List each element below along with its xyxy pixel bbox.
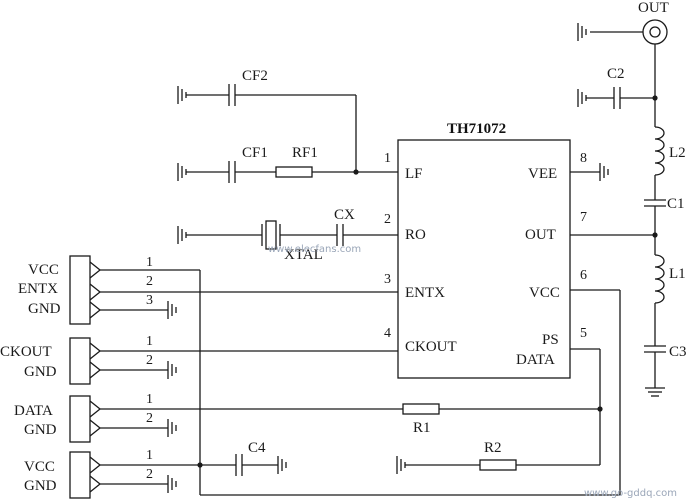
label-cf1: CF1 — [242, 145, 268, 161]
conn1-pin-3: 3 — [146, 293, 153, 308]
watermark-center: www.elecfans.com — [268, 244, 361, 255]
pin-number-6: 6 — [580, 268, 587, 283]
ground-symbol — [167, 361, 177, 379]
watermark-corner: www.go-gddq.com — [584, 488, 677, 499]
pin-label-ps: PS — [542, 332, 559, 348]
ground-symbol — [577, 89, 587, 107]
conn1-label-vcc: VCC — [28, 262, 59, 278]
connector-1-pins — [89, 261, 102, 319]
conn2-label-gnd: GND — [24, 364, 57, 380]
ground-symbol — [177, 163, 187, 181]
junction-dot — [652, 95, 658, 101]
ground-symbol — [177, 226, 187, 244]
capacitor-c4 — [235, 454, 243, 476]
label-c4: C4 — [248, 440, 266, 456]
connector-4-housing — [69, 451, 91, 499]
capacitor-cf1 — [228, 161, 236, 183]
ground-symbol — [277, 456, 287, 474]
ground-symbol — [177, 86, 187, 104]
ground-symbol — [167, 419, 177, 437]
pin-label-ckout: CKOUT — [405, 339, 457, 355]
capacitor-c1 — [644, 199, 666, 207]
pin-number-2: 2 — [384, 212, 391, 227]
conn2-label-ckout: CKOUT — [0, 344, 52, 360]
pin-label-out: OUT — [525, 227, 556, 243]
pin-label-data: DATA — [516, 352, 555, 368]
ground-symbol — [167, 301, 177, 319]
resistor-r2 — [479, 459, 517, 471]
label-l1: L1 — [669, 266, 686, 282]
label-cx: CX — [334, 207, 355, 223]
junction-dot — [197, 462, 203, 468]
label-xtal: XTAL — [284, 247, 323, 263]
ground-symbol — [396, 456, 406, 474]
conn3-pin-2: 2 — [146, 411, 153, 426]
label-l2: L2 — [669, 145, 686, 161]
label-r1: R1 — [413, 420, 431, 436]
resistor-r1 — [402, 403, 440, 415]
pin-number-1: 1 — [384, 151, 391, 166]
conn3-pin-1: 1 — [146, 392, 153, 407]
conn1-label-gnd: GND — [28, 301, 61, 317]
label-rf1: RF1 — [292, 145, 318, 161]
junction-dot — [353, 169, 359, 175]
conn4-label-vcc: VCC — [24, 459, 55, 475]
conn4-label-gnd: GND — [24, 478, 57, 494]
pin-number-7: 7 — [580, 210, 587, 225]
pin-label-lf: LF — [405, 166, 423, 182]
pin-number-8: 8 — [580, 151, 587, 166]
pin-number-3: 3 — [384, 272, 391, 287]
connector-2-housing — [69, 337, 91, 385]
ground-symbol — [645, 387, 665, 397]
capacitor-cx — [336, 224, 344, 246]
pin-label-entx: ENTX — [405, 285, 445, 301]
pin-number-5: 5 — [580, 326, 587, 341]
capacitor-c3 — [644, 345, 666, 353]
connector-4-pins — [89, 456, 102, 493]
inductor-l1 — [654, 254, 665, 304]
label-c3: C3 — [669, 344, 687, 360]
output-connector — [642, 19, 668, 45]
ic-body — [397, 139, 571, 379]
ic-name: TH71072 — [447, 121, 506, 137]
label-cf2: CF2 — [242, 68, 268, 84]
conn4-pin-1: 1 — [146, 448, 153, 463]
capacitor-cf2 — [228, 84, 236, 106]
resistor-rf1 — [275, 166, 313, 178]
output-connector-center — [649, 26, 661, 38]
conn2-pin-1: 1 — [146, 334, 153, 349]
label-out-connector: OUT — [638, 0, 669, 16]
pin-label-vcc: VCC — [529, 285, 560, 301]
conn1-pin-1: 1 — [146, 255, 153, 270]
inductor-l2 — [654, 126, 665, 176]
label-c1: C1 — [667, 196, 685, 212]
pin-label-vee: VEE — [528, 166, 557, 182]
pin-number-4: 4 — [384, 326, 391, 341]
ground-symbol — [599, 163, 609, 181]
connector-2-pins — [89, 342, 102, 379]
conn1-pin-2: 2 — [146, 274, 153, 289]
connector-1-housing — [69, 255, 91, 325]
conn4-pin-2: 2 — [146, 467, 153, 482]
conn1-label-entx: ENTX — [18, 281, 58, 297]
capacitor-c2 — [613, 87, 621, 109]
label-c2: C2 — [607, 66, 625, 82]
pin-label-ro: RO — [405, 227, 426, 243]
ground-symbol — [167, 475, 177, 493]
ground-symbol — [577, 23, 587, 41]
connector-3-housing — [69, 395, 91, 443]
conn2-pin-2: 2 — [146, 353, 153, 368]
connector-3-pins — [89, 400, 102, 437]
conn3-label-data: DATA — [14, 403, 53, 419]
conn3-label-gnd: GND — [24, 422, 57, 438]
label-r2: R2 — [484, 440, 502, 456]
